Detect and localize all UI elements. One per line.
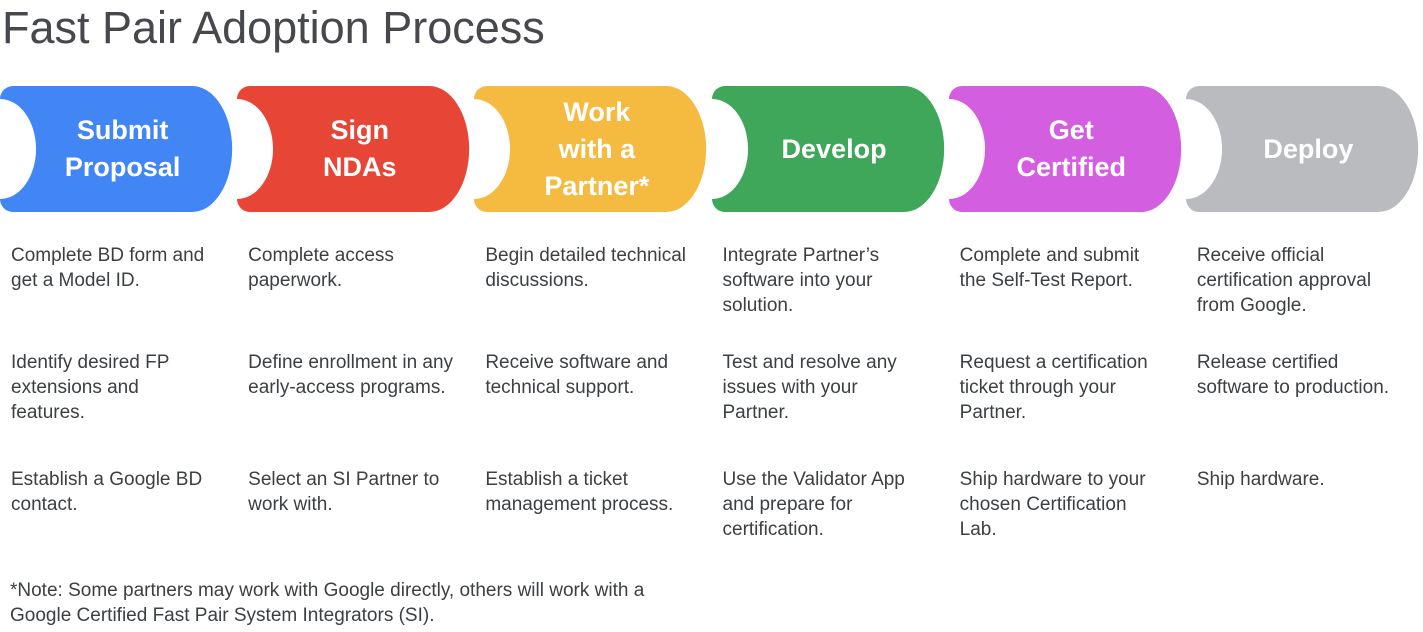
page-title: Fast Pair Adoption Process — [2, 2, 545, 53]
stage-label: Submit Proposal — [64, 115, 181, 182]
step-text: Release certified software to production… — [1196, 352, 1390, 398]
stage-label: Get Certified — [1016, 115, 1126, 182]
stage-shape — [474, 86, 707, 212]
stage-shape — [0, 86, 233, 212]
step-text: Identify desired FP extensions and featu… — [11, 352, 170, 423]
step-text: Receive software and technical support. — [485, 352, 669, 398]
stage-shape — [237, 86, 470, 212]
stage-submit-proposal: Submit Proposal — [0, 86, 237, 212]
step-text: Test and resolve any issues with your Pa… — [722, 352, 897, 423]
steps-row-3: Establish a Google BD contact. Select an… — [0, 467, 1423, 542]
stage-shape — [1185, 86, 1418, 212]
stage-work-with-partner: Work with a Partner* — [474, 86, 711, 212]
stage-shape — [711, 86, 944, 212]
stage-label: Sign NDAs — [322, 115, 397, 182]
stage-develop: Develop — [711, 86, 949, 212]
process-stage-band: Submit Proposal Sign NDAs Work with a Pa… — [0, 86, 1423, 212]
stage-deploy: Deploy — [1185, 86, 1423, 212]
steps-row-2: Identify desired FP extensions and featu… — [0, 350, 1423, 425]
step-text: Complete BD form and get a Model ID. — [11, 245, 205, 291]
step-text: Receive official certification approval … — [1196, 245, 1372, 316]
stage-label: Work with a Partner* — [544, 96, 650, 201]
step-text: Request a certification ticket through y… — [959, 352, 1148, 423]
stage-label: Deploy — [1263, 133, 1354, 164]
stage-label: Develop — [781, 133, 887, 164]
step-text: Establish a ticket management process. — [485, 469, 674, 515]
step-text: Integrate Partner’s software into your s… — [722, 245, 880, 316]
step-text: Ship hardware to your chosen Certificati… — [959, 469, 1146, 540]
stage-get-certified: Get Certified — [948, 86, 1186, 212]
step-text: Begin detailed technical discussions. — [485, 245, 687, 291]
footnote: *Note: Some partners may work with Googl… — [10, 580, 645, 626]
step-text: Use the Validator App and prepare for ce… — [722, 469, 905, 540]
step-text: Complete and submit the Self-Test Report… — [959, 245, 1140, 291]
steps-row-1: Complete BD form and get a Model ID. Com… — [0, 243, 1423, 318]
stage-shape — [948, 86, 1181, 212]
stage-sign-ndas: Sign NDAs — [237, 86, 474, 212]
step-text: Define enrollment in any early-access pr… — [248, 352, 454, 398]
step-text: Establish a Google BD contact. — [11, 469, 203, 515]
step-text: Ship hardware. — [1196, 469, 1325, 490]
step-text: Complete access paperwork. — [248, 245, 394, 291]
step-text: Select an SI Partner to work with. — [248, 469, 440, 515]
